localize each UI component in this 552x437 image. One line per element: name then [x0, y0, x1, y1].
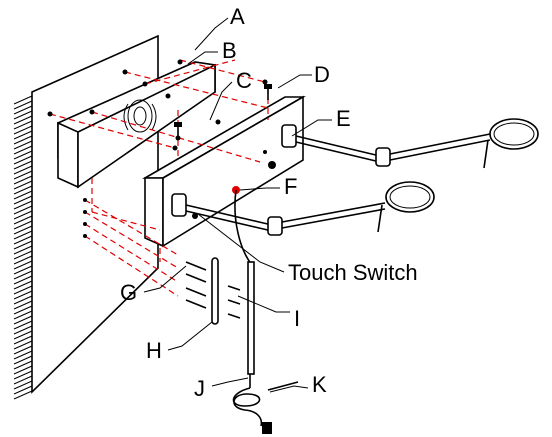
hatch-line — [13, 225, 33, 235]
hatch-line — [13, 110, 33, 120]
hatch-line — [13, 160, 33, 170]
bracket-h — [185, 257, 241, 325]
hatch-line — [13, 130, 33, 140]
hatch-line — [13, 345, 33, 355]
hatch-line — [13, 250, 33, 260]
label-d: D — [314, 62, 330, 87]
hatch-line — [13, 280, 33, 290]
hatch-line — [13, 185, 33, 195]
hatch-line — [13, 285, 33, 295]
hatch-line — [13, 290, 33, 300]
hatch-line — [13, 165, 33, 175]
hatch-line — [13, 305, 33, 315]
label-h: H — [146, 338, 162, 363]
hatch-line — [13, 180, 33, 190]
label-j: J — [194, 376, 205, 401]
hatch-line — [13, 175, 33, 185]
hatch-line — [13, 380, 33, 390]
label-k: K — [312, 372, 327, 397]
hatch-line — [13, 105, 33, 115]
front-plate — [142, 95, 306, 248]
hatch-line — [13, 315, 33, 325]
hatch-line — [13, 95, 33, 105]
hatch-line — [13, 265, 33, 275]
hatch-line — [13, 125, 33, 135]
hatch-line — [13, 235, 33, 245]
hatch-line — [13, 205, 33, 215]
hatch-line — [13, 375, 33, 385]
label-b: B — [222, 38, 237, 63]
label-touch-switch: Touch Switch — [288, 260, 418, 285]
hatch-line — [13, 150, 33, 160]
hatch-line — [13, 210, 33, 220]
label-f: F — [284, 174, 297, 199]
label-a: A — [230, 4, 245, 29]
hatch-line — [13, 170, 33, 180]
hatch-line — [13, 140, 33, 150]
hatch-line — [13, 335, 33, 345]
hatch-line — [13, 260, 33, 270]
wall-hatching — [13, 95, 33, 400]
screw-d — [174, 84, 272, 140]
hatch-line — [13, 275, 33, 285]
hatch-line — [13, 190, 33, 200]
hatch-line — [13, 295, 33, 305]
hatch-line — [13, 255, 33, 265]
hatch-line — [13, 325, 33, 335]
hatch-line — [13, 115, 33, 125]
hatch-line — [13, 350, 33, 360]
back-plate — [57, 61, 216, 189]
hatch-line — [13, 155, 33, 165]
hatch-line — [13, 385, 33, 395]
hatch-line — [13, 135, 33, 145]
hatch-line — [13, 120, 33, 130]
hatch-line — [13, 270, 33, 280]
hatch-line — [13, 360, 33, 370]
power-cord — [232, 189, 299, 434]
hatch-line — [13, 215, 33, 225]
hatch-line — [13, 370, 33, 380]
hatch-line — [13, 100, 33, 110]
label-e: E — [336, 106, 351, 131]
hatch-line — [13, 330, 33, 340]
label-c: C — [236, 68, 252, 93]
alignment-lines — [49, 59, 269, 297]
hatch-line — [13, 220, 33, 230]
hatch-line — [13, 390, 33, 400]
hatch-line — [13, 245, 33, 255]
hatch-line — [13, 200, 33, 210]
lamp-arm-lower — [171, 181, 435, 236]
leader-lines — [143, 17, 332, 393]
hatch-line — [13, 310, 33, 320]
hatch-line — [13, 340, 33, 350]
hatch-line — [13, 365, 33, 375]
hatch-line — [13, 230, 33, 240]
hatch-line — [13, 240, 33, 250]
label-g: G — [120, 280, 137, 305]
hatch-line — [13, 300, 33, 310]
hatch-line — [13, 355, 33, 365]
lamp-arm-upper — [281, 118, 539, 169]
hatch-line — [13, 145, 33, 155]
hatch-line — [13, 320, 33, 330]
hatch-line — [13, 195, 33, 205]
label-i: I — [294, 306, 300, 331]
